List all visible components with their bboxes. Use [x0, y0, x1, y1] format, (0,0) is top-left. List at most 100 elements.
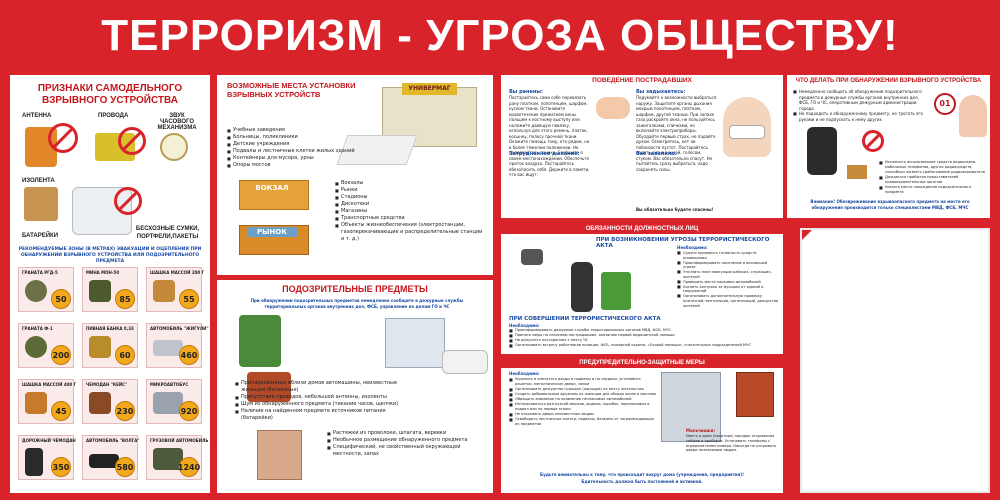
suspicious-items-heading: ПОДОЗРИТЕЛЬНЫЕ ПРЕДМЕТЫ — [217, 282, 493, 296]
distance-badge: 85 — [115, 289, 135, 309]
label-batteries: БАТАРЕЙКИ — [22, 233, 59, 239]
label-wires: ПРОВОДА — [98, 113, 129, 119]
what-to-do-top-list: Немедленно сообщить об обнаружении подоз… — [793, 89, 928, 122]
preventive-list: Укрепить и опечатать входы в подвалы и н… — [509, 377, 659, 427]
zone-cell: АВТОМОБИЛЬ "ВОЛГА"580 — [82, 435, 139, 480]
bandaged-arm-image — [596, 97, 630, 119]
wounded-text: Постарайтесь сами себе перевязать рану п… — [509, 95, 590, 177]
store-sign: УНИВЕРМАГ — [402, 83, 457, 95]
prohibition-sign-icon — [862, 130, 884, 152]
distance-badge: 230 — [115, 401, 135, 421]
distance-badge: 200 — [51, 345, 71, 365]
wall-with-wire-image — [257, 430, 302, 480]
preventive-need-label: Необходимо: — [509, 371, 540, 376]
alarm-clock-icon — [160, 133, 188, 161]
label-clock-sound: ЗВУК ЧАСОВОГО МЕХАНИЗМА — [157, 113, 197, 131]
label-antenna: АНТЕННА — [22, 113, 52, 119]
threat-subheading: ПРИ ВОЗНИКНОВЕНИИ УГРОЗЫ ТЕРРОРИСТИЧЕСКО… — [596, 237, 770, 249]
shop-building-image — [385, 318, 445, 368]
evacuation-zones-title: РЕКОМЕНДУЕМЫЕ ЗОНЫ (В МЕТРАХ) ЭВАКУАЦИИ … — [18, 247, 202, 264]
footer-line-2: Бдительность должна быть постоянной и ак… — [581, 479, 703, 484]
panel-officials-duties: ОБЯЗАННОСТИ ДОЛЖНОСТНЫХ ЛИЦ ПРИ ВОЗНИКНО… — [501, 224, 783, 354]
locations-list-2: Вокзалы Рынки Стадионы Дискотеки Магазин… — [335, 180, 485, 243]
locations-heading: ВОЗМОЖНЫЕ МЕСТА УСТАНОВКИ ВЗРЫВНЫХ УСТРО… — [227, 81, 356, 99]
threat-list: Срочно проверить готовность средств опов… — [677, 251, 779, 309]
locations-list-1: Учебные заведения Больницы, поликлиники … — [227, 127, 357, 169]
commit-need-label: Необходимо: — [509, 323, 540, 328]
distance-badge: 55 — [179, 289, 199, 309]
distance-badge: 350 — [51, 457, 71, 477]
prohibition-sign-icon — [48, 123, 78, 153]
guarded-building-image — [661, 372, 721, 442]
suspicious-box-image — [847, 165, 867, 179]
memo-text: Иметь в доме (квартире) порядок открыван… — [686, 434, 777, 453]
distance-badge: 920 — [179, 401, 199, 421]
van-image — [442, 350, 488, 374]
distance-badge: 580 — [115, 457, 135, 477]
zone-cell: АВТОМОБИЛЬ "ЖИГУЛИ"460 — [146, 323, 209, 368]
prohibition-sign-icon — [118, 127, 146, 155]
officials-duties-heading: ОБЯЗАННОСТИ ДОЛЖНОСТНЫХ ЛИЦ — [501, 224, 783, 234]
commit-list: Проинформировать дежурные службы террито… — [509, 328, 779, 348]
warning-text: Внимание! Обезвреживание взрывоопасного … — [810, 199, 970, 210]
tape-image — [24, 187, 58, 221]
what-to-do-heading: ЧТО ДЕЛАТЬ ПРИ ОБНАРУЖЕНИИ ВЗРЫВНОГО УСТ… — [795, 78, 982, 84]
station-sign: ВОКЗАЛ — [255, 184, 289, 192]
zone-cell: ЧЕМОДАН "КЕЙС"230 — [82, 379, 138, 424]
woman-on-phone-image — [959, 95, 987, 137]
suspicious-items-list-1: Припаркованные вблизи домов автомашины, … — [235, 380, 415, 422]
label-tape: ИЗОЛЕНТА — [22, 178, 55, 184]
prohibition-sign-icon — [114, 187, 142, 215]
preventive-heading: ПРЕДУПРЕДИТЕЛЬНО-ЗАЩИТНЫЕ МЕРЫ — [501, 358, 783, 368]
threat-need-label: Необходимо: — [677, 245, 708, 250]
blank-pocket-panel — [800, 228, 990, 493]
distance-badge: 1240 — [178, 457, 200, 477]
gift-bag-image — [239, 315, 281, 367]
panel-possible-locations: ВОЗМОЖНЫЕ МЕСТА УСТАНОВКИ ВЗРЫВНЫХ УСТРО… — [217, 75, 493, 275]
panel-preventive-measures: ПРЕДУПРЕДИТЕЛЬНО-ЗАЩИТНЫЕ МЕРЫ Необходим… — [501, 358, 783, 493]
buried-subheading: Вас завалило: — [636, 151, 677, 157]
station-building-image — [239, 180, 309, 210]
label-bags: БЕСХОЗНЫЕ СУМКИ, ПОРТФЕЛИ,ПАКЕТЫ — [135, 226, 200, 240]
commit-subheading: ПРИ СОВЕРШЕНИИ ТЕРРОРИСТИЧЕСКОГО АКТА — [509, 316, 661, 322]
suspicious-items-intro: При обнаружении подозрительных предметов… — [250, 298, 464, 309]
what-to-do-bottom-list: Исключить использование средств радиосвя… — [879, 160, 987, 195]
poster-title: ТЕРРОРИЗМ - УГРОЗА ОБЩЕСТВУ! — [101, 11, 899, 60]
alarm-speaker-image — [521, 249, 543, 265]
distance-badge: 50 — [51, 289, 71, 309]
distance-badge: 45 — [51, 401, 71, 421]
panel-victim-behavior: ПОВЕДЕНИЕ ПОСТРАДАВШИХ Вы ранены: Постар… — [501, 75, 783, 218]
distance-badge: 60 — [115, 345, 135, 365]
wounded-subheading: Вы ранены: — [509, 89, 543, 95]
face-mask-icon — [729, 125, 765, 139]
panel-suspicious-items: ПОДОЗРИТЕЛЬНЫЕ ПРЕДМЕТЫ При обнаружении … — [217, 280, 493, 493]
panel-what-to-do: ЧТО ДЕЛАТЬ ПРИ ОБНАРУЖЕНИИ ВЗРЫВНОГО УСТ… — [787, 75, 990, 218]
choking-subheading: Вы задыхаетесь: — [636, 89, 686, 95]
distance-badge: 460 — [179, 345, 199, 365]
breathing-subheading: Затрудненное дыхание: — [509, 151, 580, 157]
victim-behavior-heading: ПОВЕДЕНИЕ ПОСТРАДАВШИХ — [501, 75, 783, 86]
panel-ied-signs: ПРИЗНАКИ САМОДЕЛЬНОГО ВЗРЫВНОГО УСТРОЙСТ… — [10, 75, 210, 493]
choking-text: Подумайте о возможности выбраться наружу… — [636, 95, 717, 172]
suspicious-items-list-2: Растяжки из проволоки, шпагата, веревки … — [327, 430, 487, 458]
footer-line-1: Будьте внимательны к тому, что происходи… — [540, 472, 744, 477]
man-reaching-image — [807, 127, 837, 175]
phone-icon: 01 — [934, 93, 956, 115]
memo-heading: Мальчишки: — [686, 428, 716, 433]
ied-signs-heading: ПРИЗНАКИ САМОДЕЛЬНОГО ВЗРЫВНОГО УСТРОЙСТ… — [37, 83, 183, 106]
market-sign: РЫНОК — [247, 227, 297, 237]
bin-image — [601, 272, 631, 310]
worker-image — [571, 262, 593, 312]
rescue-note: Вы обязательно будете спасены! — [636, 207, 714, 212]
pocket-corner — [802, 230, 812, 240]
door-image — [736, 372, 774, 417]
